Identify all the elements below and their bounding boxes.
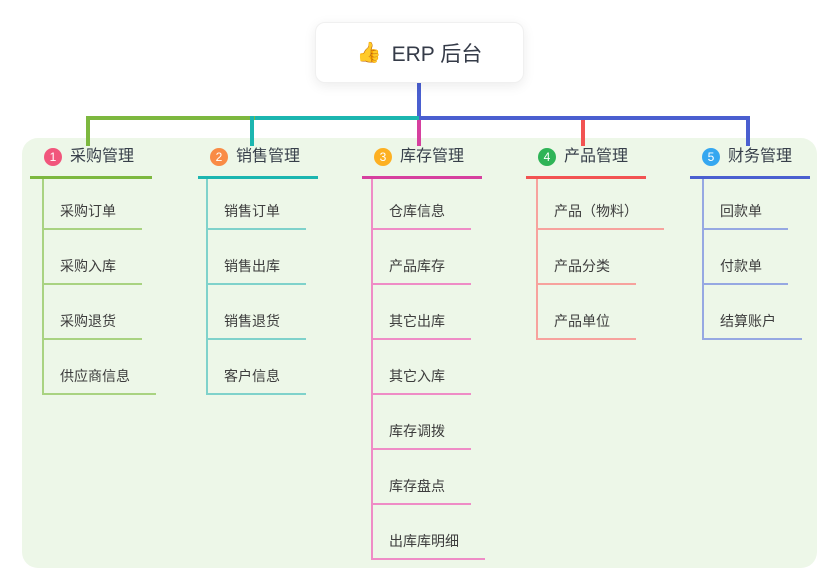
branch-number-badge: 5	[702, 148, 720, 166]
child-node[interactable]: 库存盘点	[373, 450, 471, 505]
child-node[interactable]: 产品（物料）	[538, 179, 664, 230]
branch-title: 库存管理	[400, 148, 465, 165]
branch-sales: 2 销售管理 销售订单 销售出库 销售退货 客户信息	[198, 146, 319, 395]
branch-title: 销售管理	[236, 148, 301, 165]
child-node[interactable]: 其它出库	[373, 285, 471, 340]
branch-number-badge: 4	[538, 148, 556, 166]
branch-number-badge: 3	[374, 148, 392, 166]
child-node[interactable]: 客户信息	[208, 340, 306, 395]
branch-drop-line-5	[746, 116, 750, 146]
child-node[interactable]: 付款单	[704, 230, 788, 285]
branch-children-group: 仓库信息 产品库存 其它出库 其它入库 库存调拨 库存盘点 出库库明细	[371, 179, 485, 560]
branch-finance: 5 财务管理 回款单 付款单 结算账户	[690, 146, 811, 340]
branch-title: 采购管理	[70, 148, 135, 165]
branch-product: 4 产品管理 产品（物料） 产品分类 产品单位	[526, 146, 664, 340]
child-node[interactable]: 销售退货	[208, 285, 306, 340]
branch-children-group: 采购订单 采购入库 采购退货 供应商信息	[42, 179, 156, 395]
branch-title: 财务管理	[728, 148, 793, 165]
branch-header-product[interactable]: 4 产品管理	[526, 146, 647, 179]
child-node[interactable]: 仓库信息	[373, 179, 471, 230]
branch-drop-line-2	[250, 116, 254, 146]
branch-children-group: 销售订单 销售出库 销售退货 客户信息	[206, 179, 306, 395]
child-node[interactable]: 产品分类	[538, 230, 636, 285]
child-node[interactable]: 采购入库	[44, 230, 142, 285]
child-node[interactable]: 销售出库	[208, 230, 306, 285]
child-node[interactable]: 产品单位	[538, 285, 636, 340]
branch-purchase: 1 采购管理 采购订单 采购入库 采购退货 供应商信息	[30, 146, 156, 395]
branch-number-badge: 2	[210, 148, 228, 166]
branch-children-group: 产品（物料） 产品分类 产品单位	[536, 179, 664, 340]
branch-drop-line-4	[581, 120, 585, 146]
branch-inventory: 3 库存管理 仓库信息 产品库存 其它出库 其它入库 库存调拨 库存盘点 出库库…	[362, 146, 485, 560]
child-node[interactable]: 结算账户	[704, 285, 802, 340]
child-node[interactable]: 供应商信息	[44, 340, 156, 395]
thumbs-up-icon: 👍	[356, 42, 382, 64]
branch-drop-line-1	[86, 116, 90, 146]
root-node[interactable]: 👍 ERP 后台	[315, 22, 524, 83]
branch-header-finance[interactable]: 5 财务管理	[690, 146, 811, 179]
branch-title: 产品管理	[564, 148, 629, 165]
branch-header-sales[interactable]: 2 销售管理	[198, 146, 319, 179]
child-node[interactable]: 采购订单	[44, 179, 142, 230]
root-connector-line	[417, 83, 421, 120]
branch-header-purchase[interactable]: 1 采购管理	[30, 146, 153, 179]
child-node[interactable]: 销售订单	[208, 179, 306, 230]
background-panel	[22, 138, 817, 568]
child-node[interactable]: 产品库存	[373, 230, 471, 285]
child-node[interactable]: 其它入库	[373, 340, 471, 395]
branch-header-inventory[interactable]: 3 库存管理	[362, 146, 483, 179]
child-node[interactable]: 出库库明细	[373, 505, 485, 560]
root-node-label: ERP 后台	[391, 42, 483, 66]
child-node[interactable]: 库存调拨	[373, 395, 471, 450]
bus-segment-blue	[419, 116, 750, 120]
branch-drop-line-3	[417, 120, 421, 146]
bus-segment-teal	[255, 116, 419, 120]
branch-children-group: 回款单 付款单 结算账户	[702, 179, 802, 340]
child-node[interactable]: 采购退货	[44, 285, 142, 340]
bus-segment-green	[86, 116, 255, 120]
branch-number-badge: 1	[44, 148, 62, 166]
child-node[interactable]: 回款单	[704, 179, 788, 230]
